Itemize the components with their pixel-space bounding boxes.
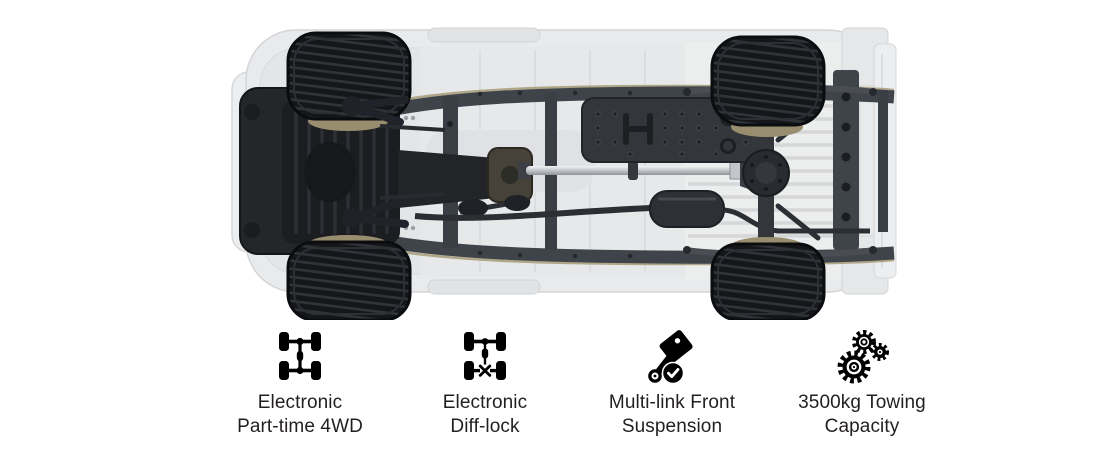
piston-icon — [562, 328, 782, 384]
feature-label-line2: Diff-lock — [450, 416, 520, 437]
chassis-underbody-svg — [231, 27, 897, 322]
front-right-tire — [286, 240, 412, 322]
rear-left-tire — [710, 35, 826, 127]
feature-label-line1: Electronic — [257, 392, 343, 413]
gears-icon — [752, 328, 972, 384]
feature-label-line1: 3500kg Towing — [798, 392, 926, 413]
feature-parttime-4wd: Electronic Part-time 4WD — [190, 328, 410, 439]
feature-label-line2: Part-time 4WD — [237, 416, 363, 437]
diff-lock-drivetrain-icon — [375, 328, 595, 384]
front-left-tire — [286, 31, 412, 121]
feature-label-line2: Capacity — [824, 416, 900, 437]
feature-front-suspension: Multi-link Front Suspension — [562, 328, 782, 439]
feature-diff-lock: Electronic Diff-lock — [375, 328, 595, 439]
feature-label-line2: Suspension — [621, 416, 723, 437]
feature-towing-capacity: 3500kg Towing Capacity — [752, 328, 972, 439]
feature-label-line1: Multi-link Front — [608, 392, 736, 413]
front-suspension — [342, 96, 446, 228]
rear-right-tire — [710, 242, 826, 322]
chassis-underbody-image — [230, 2, 898, 322]
drivetrain-4wd-icon — [190, 328, 410, 384]
engine-and-drivetrain — [239, 87, 870, 255]
feature-row: Electronic Part-time 4WD — [0, 328, 1110, 452]
wheels — [286, 31, 826, 322]
feature-label-line1: Electronic — [442, 392, 528, 413]
